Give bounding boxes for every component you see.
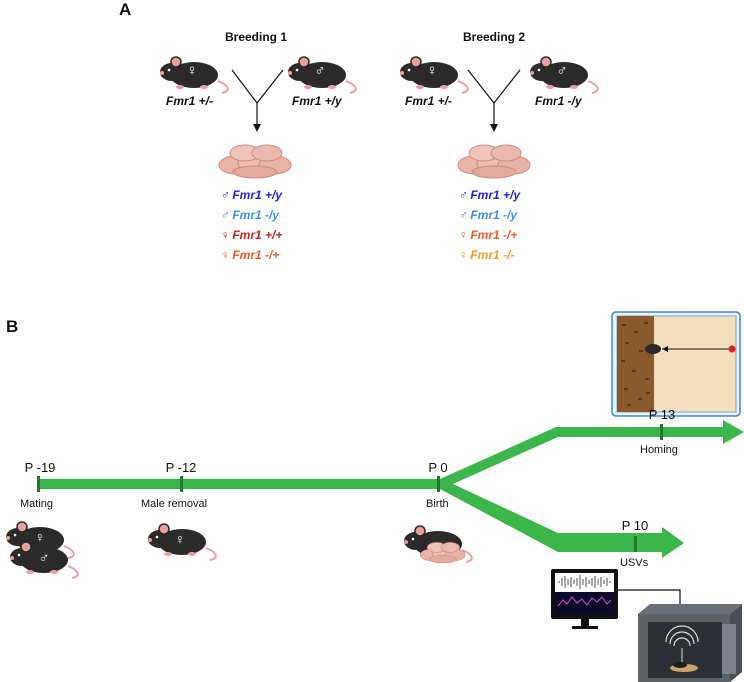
breeding-2: Breeding 2 ♀ ♂ Fmr1 +/- Fmr1 -/y ♂ Fmr1 …	[399, 30, 599, 262]
panel-b-label: B	[6, 317, 18, 336]
breeding-1-arrowhead	[253, 124, 261, 132]
breeding-1-title: Breeding 1	[225, 30, 287, 44]
mating-female-symbol: ♀	[35, 529, 46, 545]
female-symbol: ♀	[186, 62, 197, 79]
event-day-male-removal: P -12	[166, 460, 197, 475]
breeding-1-male-genotype: Fmr1 +/y	[292, 94, 343, 108]
event-day-usvs: P 10	[622, 518, 649, 533]
male-removal-mouse-icon: ♀	[147, 523, 217, 561]
breeding-1-female-genotype: Fmr1 +/-	[166, 94, 213, 108]
breeding-2-pups-icon	[457, 144, 531, 179]
tick-p-13	[660, 424, 663, 440]
breeding-1-cross-lines	[231, 69, 284, 126]
breeding-2-female-mouse-icon: ♀	[399, 56, 469, 94]
tick-p-minus-19	[37, 476, 40, 492]
event-day-mating: P -19	[25, 460, 56, 475]
timeline: P -19 Mating P -12 Male removal P 0 Birt…	[20, 407, 744, 569]
event-label-mating: Mating	[20, 498, 53, 510]
breeding-2-cross-lines	[467, 69, 521, 126]
breeding-2-female-genotype: Fmr1 +/-	[405, 94, 452, 108]
breeding-2-title: Breeding 2	[463, 30, 525, 44]
breeding-2-arrowhead	[490, 124, 498, 132]
panel-a-label: A	[119, 0, 131, 19]
event-label-male-removal: Male removal	[141, 498, 207, 510]
mating-male-symbol: ♂	[39, 549, 50, 565]
breeding-1-offspring-4: ♀ Fmr1 -/+	[220, 248, 279, 262]
breeding-2-offspring-3: ♀ Fmr1 -/+	[458, 228, 517, 242]
breeding-1-pups-icon	[218, 144, 292, 179]
breeding-2-male-genotype: Fmr1 -/y	[535, 94, 583, 108]
breeding-2-offspring-1: ♂ Fmr1 +/y	[458, 188, 521, 202]
homing-arena-icon	[611, 311, 741, 417]
birth-mouse-with-pups-icon	[403, 525, 473, 564]
mating-mice-icon: ♀ ♂	[5, 521, 79, 579]
female-symbol: ♀	[426, 62, 437, 79]
removal-female-symbol: ♀	[175, 531, 186, 547]
breeding-1-offspring-2: ♂ Fmr1 -/y	[220, 208, 280, 222]
recording-chamber-icon	[638, 604, 742, 682]
homing-mouse-icon	[645, 344, 661, 354]
event-day-birth: P 0	[428, 460, 447, 475]
event-label-homing: Homing	[640, 444, 678, 456]
breeding-1-male-mouse-icon: ♂	[287, 56, 357, 94]
event-label-birth: Birth	[426, 498, 449, 510]
breeding-1: Breeding 1 ♀ ♂ Fmr1 +/- Fmr1 +/y ♂ Fmr1 …	[159, 30, 357, 262]
target-dot	[728, 345, 736, 353]
breeding-1-offspring-3: ♀ Fmr1 +/+	[220, 228, 282, 242]
event-label-usvs: USVs	[620, 557, 649, 569]
event-day-homing: P 13	[649, 407, 676, 422]
breeding-1-offspring-1: ♂ Fmr1 +/y	[220, 188, 283, 202]
tick-p-0	[437, 476, 440, 492]
breeding-2-offspring-2: ♂ Fmr1 -/y	[458, 208, 518, 222]
tick-p-10	[634, 536, 637, 552]
male-symbol: ♂	[314, 62, 325, 79]
timeline-arrow	[37, 420, 744, 558]
male-symbol: ♂	[556, 62, 567, 79]
breeding-1-female-mouse-icon: ♀	[159, 56, 229, 94]
breeding-2-offspring-4: ♀ Fmr1 -/-	[458, 248, 514, 262]
monitor-icon	[551, 569, 618, 629]
tick-p-minus-12	[180, 476, 183, 492]
breeding-2-male-mouse-icon: ♂	[529, 56, 599, 94]
